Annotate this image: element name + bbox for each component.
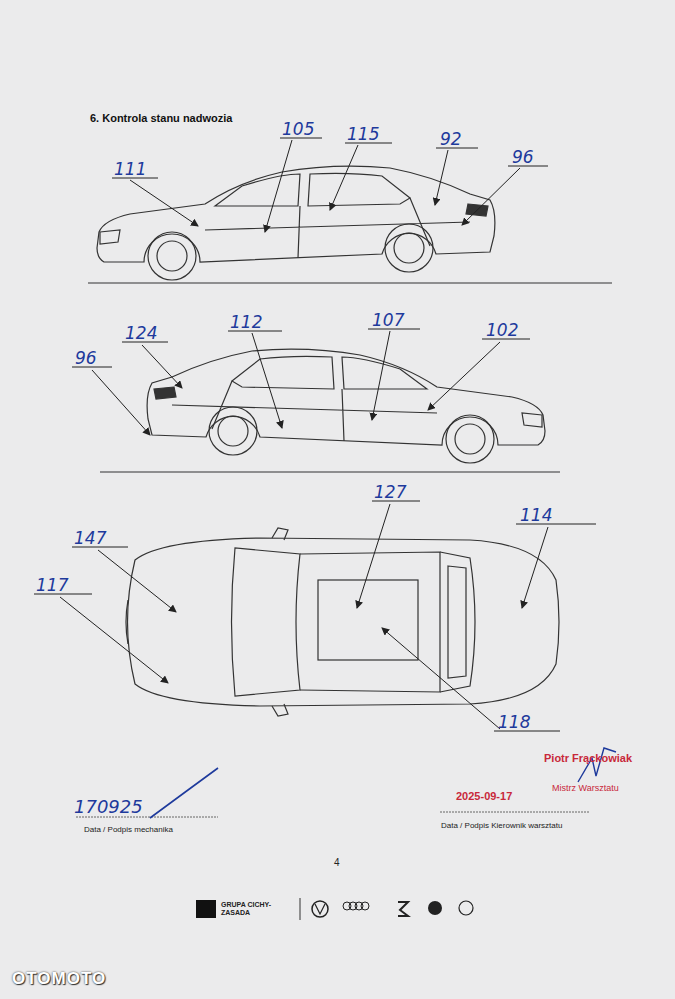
brand-logos [196,898,473,920]
handwritten-date: 170925 [74,797,143,817]
callout-number: 114 [520,506,552,525]
callout-number: 111 [114,160,146,179]
callout-number: 117 [36,576,68,595]
callout-number: 102 [486,321,518,340]
callout-number: 127 [374,483,406,502]
callout-number: 105 [282,120,314,139]
watermark: OTOMOTO [12,970,106,989]
manager-title: Mistrz Warsztatu [552,784,619,794]
callout-number: 115 [347,125,379,144]
callout-number: 112 [230,313,262,332]
callout-number: 107 [372,311,404,330]
page-number: 4 [334,857,340,868]
section-title: 6. Kontrola stanu nadwozia [90,112,232,124]
side-view-right [147,349,545,463]
side-view-left [97,166,495,280]
date-stamp: 2025-09-17 [456,790,512,802]
callout-number: 147 [74,529,106,548]
callout-number: 118 [498,713,530,732]
manager-name: Piotr Frąckowiak [544,752,632,764]
callout-number: 92 [440,130,462,149]
callout-number: 96 [75,349,97,368]
signature-caption: Data / Podpis mechanika [84,826,173,835]
callout-number: 124 [125,324,157,343]
group-name: GRUPA CICHY-ZASADA [221,901,283,916]
top-view [126,528,559,716]
callout-number: 96 [512,148,534,167]
signature-lines [76,748,616,818]
leader-lines [34,138,596,731]
signature-caption: Data / Podpis Kierownik warsztatu [441,822,562,831]
